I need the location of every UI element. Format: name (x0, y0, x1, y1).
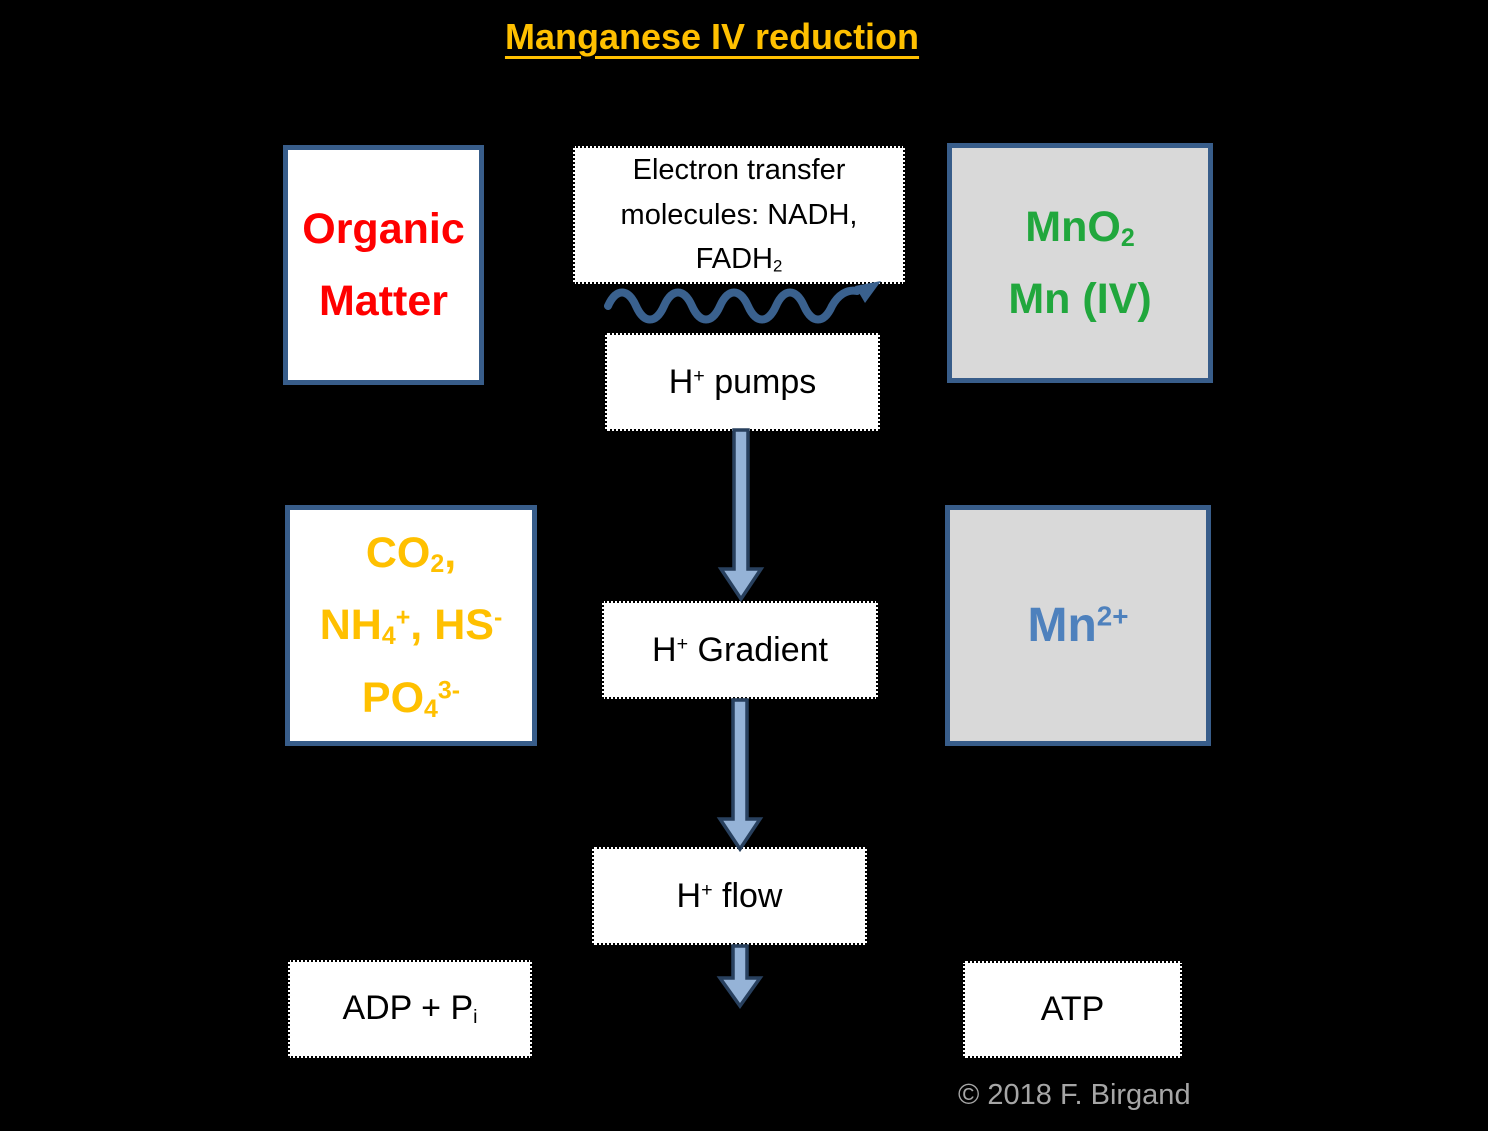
h-plus-superscript: + (676, 632, 689, 655)
products-line2: NH4+, HS- (319, 601, 503, 651)
h-pumps-to-gradient-arrow (717, 428, 765, 603)
mn2-box: Mn2+ (945, 505, 1211, 746)
electron-transfer-line2: molecules: NADH, (620, 198, 858, 231)
h-plus-superscript: + (701, 878, 713, 901)
mno2-line1: MnO2 (1025, 202, 1135, 252)
mineralization-products-box: CO2, NH4+, HS- PO43- (285, 505, 537, 746)
products-line3: PO43- (361, 673, 461, 723)
mineralization-products-label: CO2, NH4+, HS- PO43- (320, 517, 503, 734)
fadh-subscript: 2 (772, 256, 783, 276)
h-gradient-to-flow-arrow (716, 698, 764, 853)
atp-label: ATP (1040, 990, 1105, 1028)
atp-box: ATP (963, 961, 1182, 1058)
mno2-line2: Mn (IV) (1008, 275, 1152, 323)
h-plus-superscript: + (693, 364, 705, 387)
mn2-label: Mn2+ (1027, 598, 1129, 652)
h-flow-box: H+ flow (592, 847, 867, 945)
mno2-label: MnO2 Mn (IV) (1008, 191, 1151, 335)
mno2-box: MnO2 Mn (IV) (947, 143, 1213, 383)
electron-flow-wavy-arrow-head (855, 281, 881, 303)
electron-flow-wavy-arrow-line (604, 286, 861, 324)
products-line1: CO2, (365, 529, 457, 579)
electron-transfer-box: Electron transfer molecules: NADH, FADH2 (573, 146, 905, 284)
h-pumps-label: H+ pumps (668, 362, 817, 401)
electron-transfer-line3: FADH2 (695, 243, 783, 276)
mn2-superscript: 2+ (1096, 600, 1129, 632)
copyright-text: © 2018 F. Birgand (958, 1079, 1191, 1111)
adp-pi-box: ADP + Pi (288, 960, 532, 1058)
organic-matter-label: Organic Matter (302, 193, 465, 337)
organic-matter-box: Organic Matter (283, 145, 484, 385)
electron-transfer-line1: Electron transfer (632, 153, 846, 186)
h-gradient-box: H+ Gradient (602, 601, 878, 699)
h-flow-label: H+ flow (676, 876, 783, 915)
pi-subscript: i (473, 1005, 478, 1028)
adp-pi-label: ADP + Pi (342, 989, 478, 1028)
mno2-subscript: 2 (1120, 223, 1135, 252)
organic-matter-line1: Organic (302, 204, 465, 253)
organic-matter-line2: Matter (318, 277, 449, 325)
h-flow-output-arrow (716, 944, 764, 1010)
slide-title: Manganese IV reduction (504, 16, 920, 57)
h-gradient-label: H+ Gradient (652, 630, 828, 669)
h-pumps-box: H+ pumps (605, 333, 880, 431)
electron-transfer-label: Electron transfer molecules: NADH, FADH2 (621, 148, 858, 283)
